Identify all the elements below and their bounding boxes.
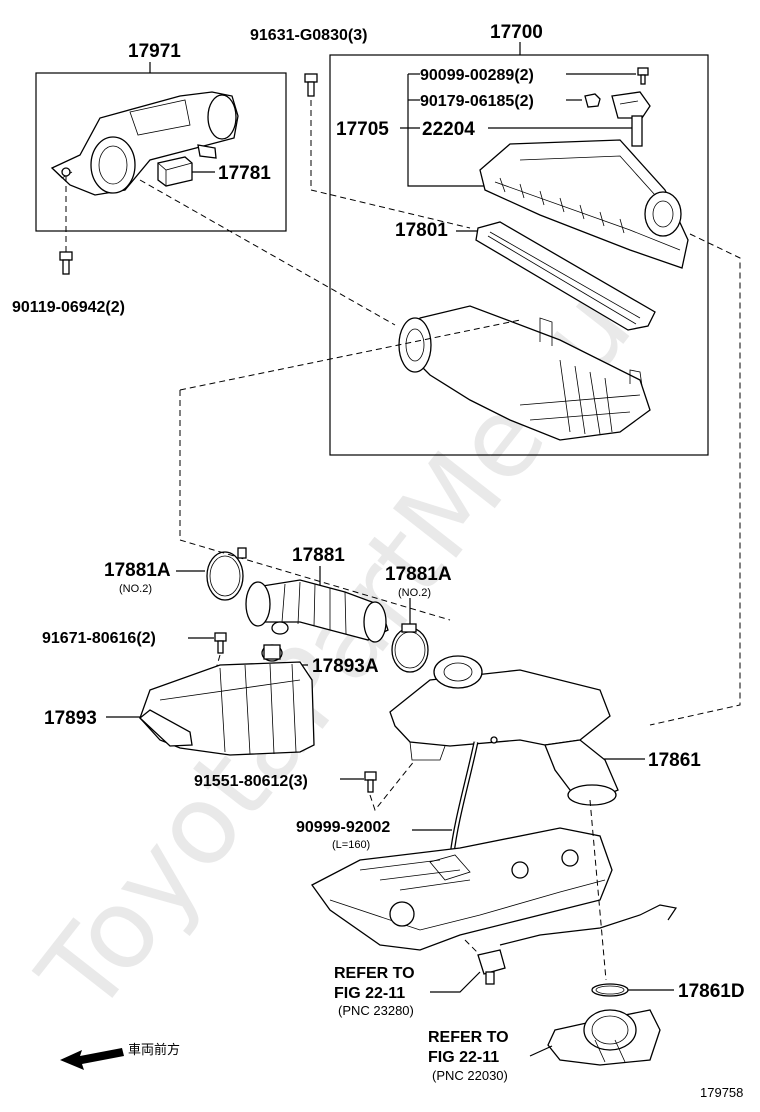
air-duct-17971-drawing — [50, 91, 239, 196]
label-17700[interactable]: 17700 — [490, 22, 543, 43]
label-91631[interactable]: 91631-G0830(3) — [250, 27, 367, 44]
clamp-17881A-right-drawing — [391, 623, 429, 673]
air-filter-17801-drawing — [475, 221, 656, 331]
label-90099-00289[interactable]: 90099-00289(2) — [420, 67, 534, 84]
label-17881A-right[interactable]: 17881A — [385, 564, 452, 585]
figure-number: 179758 — [700, 1085, 743, 1100]
label-17881A-left-sub[interactable]: (NO.2) — [119, 583, 152, 595]
label-91671[interactable]: 91671-80616(2) — [42, 630, 156, 647]
nut-90179-drawing — [584, 93, 601, 108]
cylinder-head-cover-drawing — [311, 827, 613, 951]
label-17881[interactable]: 17881 — [292, 545, 345, 566]
gasket-17861D-drawing — [591, 983, 629, 997]
air-cleaner-cap-drawing — [479, 139, 689, 269]
label-90999-92002[interactable]: 90999-92002 — [296, 819, 390, 836]
label-90119[interactable]: 90119-06942(2) — [12, 299, 125, 316]
label-17705[interactable]: 17705 — [336, 119, 389, 140]
refer1-line-c[interactable]: (PNC 23280) — [338, 1003, 414, 1018]
label-17861[interactable]: 17861 — [648, 750, 701, 771]
label-17971[interactable]: 17971 — [128, 41, 181, 62]
bolt-91631-drawing — [304, 73, 318, 97]
box-17700 — [329, 54, 709, 456]
label-90999-92002-sub[interactable]: (L=160) — [332, 839, 370, 851]
label-17801[interactable]: 17801 — [395, 220, 448, 241]
pad-17781-drawing — [157, 156, 193, 187]
label-17781[interactable]: 17781 — [218, 163, 271, 184]
bolt-90119-drawing — [59, 251, 73, 275]
label-17893A[interactable]: 17893A — [312, 656, 379, 677]
clamp-17881A-left-drawing — [206, 547, 247, 601]
label-22204[interactable]: 22204 — [422, 119, 475, 140]
intake-pipe-17861-drawing — [389, 655, 619, 806]
air-cleaner-case-drawing — [398, 305, 651, 441]
grommet-17893A-drawing — [261, 644, 283, 662]
pcv-valve-drawing — [477, 949, 506, 985]
throttle-body-drawing — [547, 1009, 661, 1066]
screw-90099-00289-drawing — [637, 67, 649, 85]
bolt-91551-drawing — [364, 771, 377, 793]
resonator-17893-drawing — [139, 661, 315, 756]
sensor-22204-drawing — [611, 91, 651, 147]
front-arrow-icon — [60, 1048, 124, 1070]
refer2-line-a[interactable]: REFER TO — [428, 1029, 509, 1046]
hose-17881-drawing — [245, 579, 389, 643]
refer2-line-b[interactable]: FIG 22-11 — [428, 1049, 499, 1066]
box-17971 — [35, 72, 287, 232]
label-91551[interactable]: 91551-80612(3) — [194, 773, 308, 790]
pcv-hose-drawing — [499, 904, 678, 946]
refer2-line-c[interactable]: (PNC 22030) — [432, 1068, 508, 1083]
bolt-91671-drawing — [214, 632, 227, 654]
label-17893[interactable]: 17893 — [44, 708, 97, 729]
label-17861D[interactable]: 17861D — [678, 981, 745, 1002]
label-17881A-left[interactable]: 17881A — [104, 560, 171, 581]
refer1-line-b[interactable]: FIG 22-11 — [334, 985, 405, 1002]
refer1-line-a[interactable]: REFER TO — [334, 965, 415, 982]
label-17881A-right-sub[interactable]: (NO.2) — [398, 587, 431, 599]
label-90179[interactable]: 90179-06185(2) — [420, 93, 534, 110]
front-direction-label: 車両前方 — [128, 1042, 180, 1058]
